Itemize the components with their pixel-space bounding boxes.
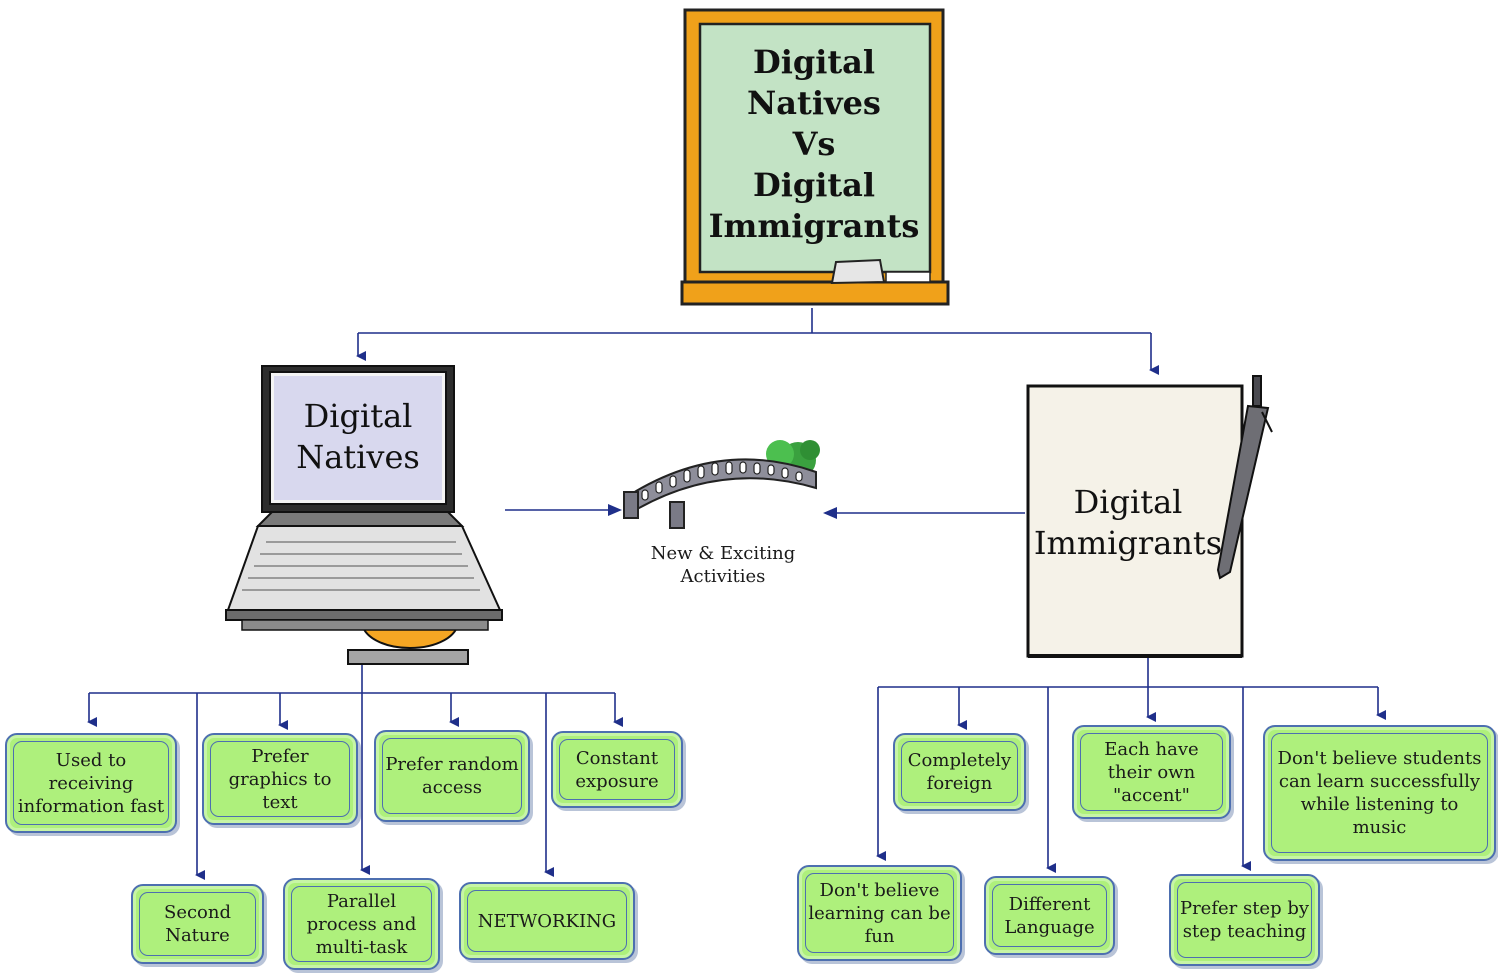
trait-text: Constant exposure: [575, 747, 659, 792]
paper-and-pen-icon: [1026, 375, 1273, 658]
trait-text: Parallel process and multi-task: [306, 890, 417, 958]
diagram-title: Digital Natives Vs Digital Immigrants: [708, 43, 920, 245]
trait-text: Prefer random access: [385, 754, 519, 798]
trait-text: NETWORKING: [477, 910, 617, 932]
trait-text: Used to receiving information fast: [17, 749, 165, 817]
trait-text: Each have their own "accent": [1104, 738, 1199, 806]
trait-box-natives: Used to receiving information fast: [5, 733, 177, 833]
trait-box-natives: Prefer random access: [374, 730, 530, 822]
trait-box-immigrants: Completely foreign: [893, 733, 1026, 811]
trait-text: Don't believe students can learn success…: [1277, 748, 1482, 838]
laptop-icon: [225, 365, 503, 665]
trait-box-natives: Constant exposure: [551, 731, 683, 808]
bridge-icon: [623, 440, 820, 529]
trait-box-natives: Prefer graphics to text: [202, 733, 358, 825]
trait-box-immigrants: Don't believe students can learn success…: [1263, 725, 1496, 861]
trait-box-immigrants: Each have their own "accent": [1072, 725, 1231, 819]
bridge-label: New & Exciting Activities: [650, 543, 796, 587]
digital-immigrants-label: Digital Immigrants: [1033, 483, 1223, 562]
trait-box-immigrants: Prefer step by step teaching: [1169, 874, 1320, 966]
trait-text: Different Language: [1004, 893, 1095, 938]
trait-box-natives: NETWORKING: [459, 882, 635, 960]
trait-box-natives: Parallel process and multi-task: [283, 878, 440, 970]
trait-box-natives: Second Nature: [131, 884, 264, 964]
trait-text: Prefer step by step teaching: [1179, 898, 1310, 942]
chalkboard-icon: [680, 8, 950, 306]
trait-text: Second Nature: [163, 902, 232, 946]
trait-box-immigrants: Different Language: [984, 876, 1115, 955]
trait-text: Prefer graphics to text: [228, 745, 332, 813]
trait-box-immigrants: Don't believe learning can be fun: [797, 865, 962, 961]
trait-text: Don't believe learning can be fun: [808, 879, 951, 947]
digital-natives-label: Digital Natives: [296, 397, 420, 476]
trait-text: Completely foreign: [907, 750, 1012, 794]
